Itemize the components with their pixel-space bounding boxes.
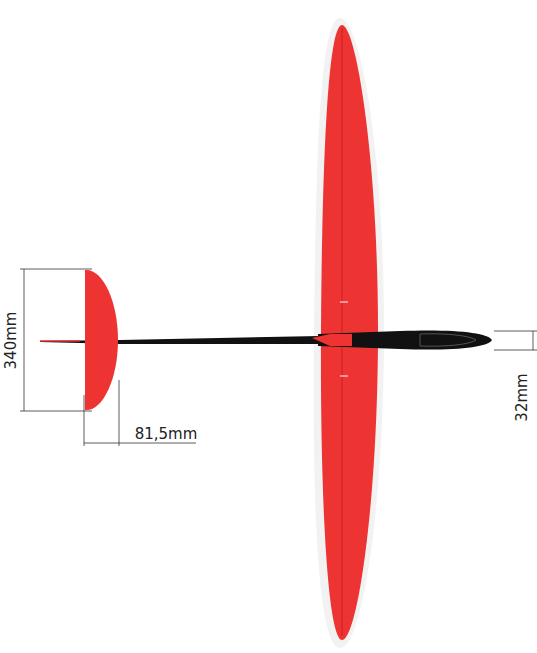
dimension-label: 81,5mm	[135, 427, 198, 442]
horizontal-stabilizer	[85, 270, 118, 410]
dimension-32	[494, 331, 537, 350]
wing-joiner-mark	[340, 376, 348, 377]
canopy-outline	[420, 334, 476, 346]
rudder-tip	[40, 340, 80, 342]
dimension-label: 32mm	[515, 373, 530, 421]
wing-root	[312, 334, 352, 346]
fuselage-boom	[40, 336, 320, 344]
wing-panel-line	[342, 28, 343, 636]
wing-joiner-mark	[340, 302, 348, 303]
dimension-340	[20, 269, 92, 411]
dimension-label: 340mm	[5, 311, 20, 369]
